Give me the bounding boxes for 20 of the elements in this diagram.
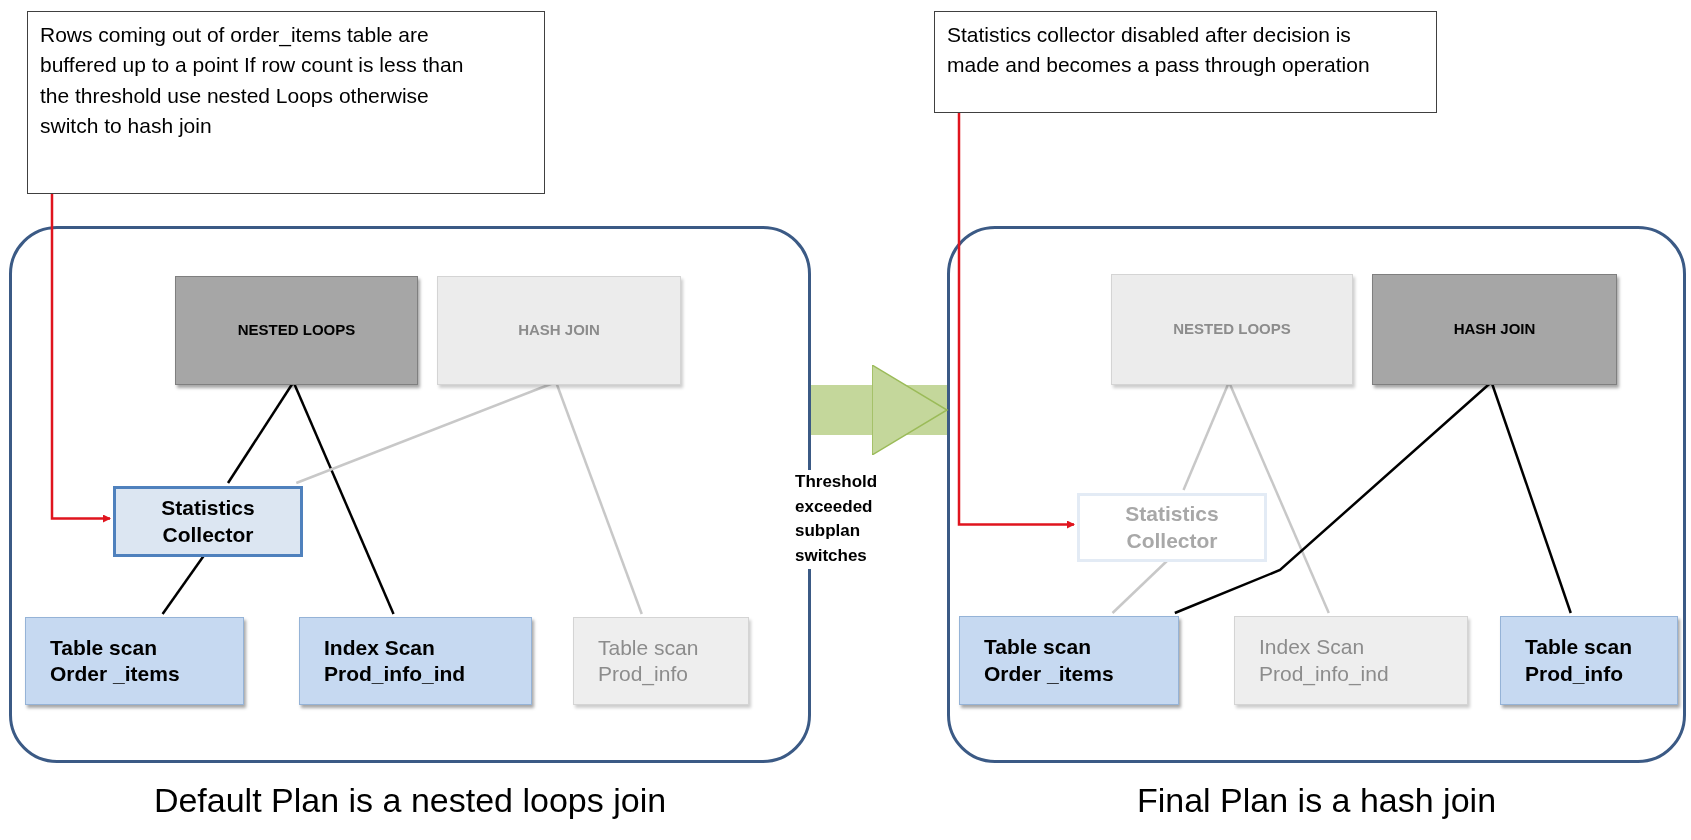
scan-box: Index Scan Prod_info_ind <box>299 617 532 705</box>
note-box: Rows coming out of order_items table are buffered up to a point If row count is less than the threshold use nested Loops otherwise switch to hash join <box>27 11 545 194</box>
operation-box: NESTED LOOPS <box>1111 274 1353 385</box>
collector-box: Statistics Collector <box>1077 493 1267 562</box>
leader-line <box>50 194 111 523</box>
note-box: Statistics collector disabled after decision is made and becomes a pass through operation <box>934 11 1437 113</box>
scan-box: Table scan Order _items <box>959 616 1179 705</box>
scan-box: Table scan Prod_info <box>573 617 749 705</box>
scan-box: Table scan Prod_info <box>1500 616 1678 705</box>
plan-caption: Final Plan is a hash join <box>1135 780 1498 821</box>
leader-line <box>957 113 1075 529</box>
transition-arrow <box>811 364 948 456</box>
plan-caption: Default Plan is a nested loops join <box>152 780 668 821</box>
operation-box: HASH JOIN <box>437 276 681 385</box>
scan-box: Index Scan Prod_info_ind <box>1234 616 1468 705</box>
collector-box: Statistics Collector <box>113 486 303 557</box>
operation-box: HASH JOIN <box>1372 274 1617 385</box>
plan-panel <box>947 226 1686 763</box>
operation-box: NESTED LOOPS <box>175 276 418 385</box>
scan-box: Table scan Order _items <box>25 617 244 705</box>
